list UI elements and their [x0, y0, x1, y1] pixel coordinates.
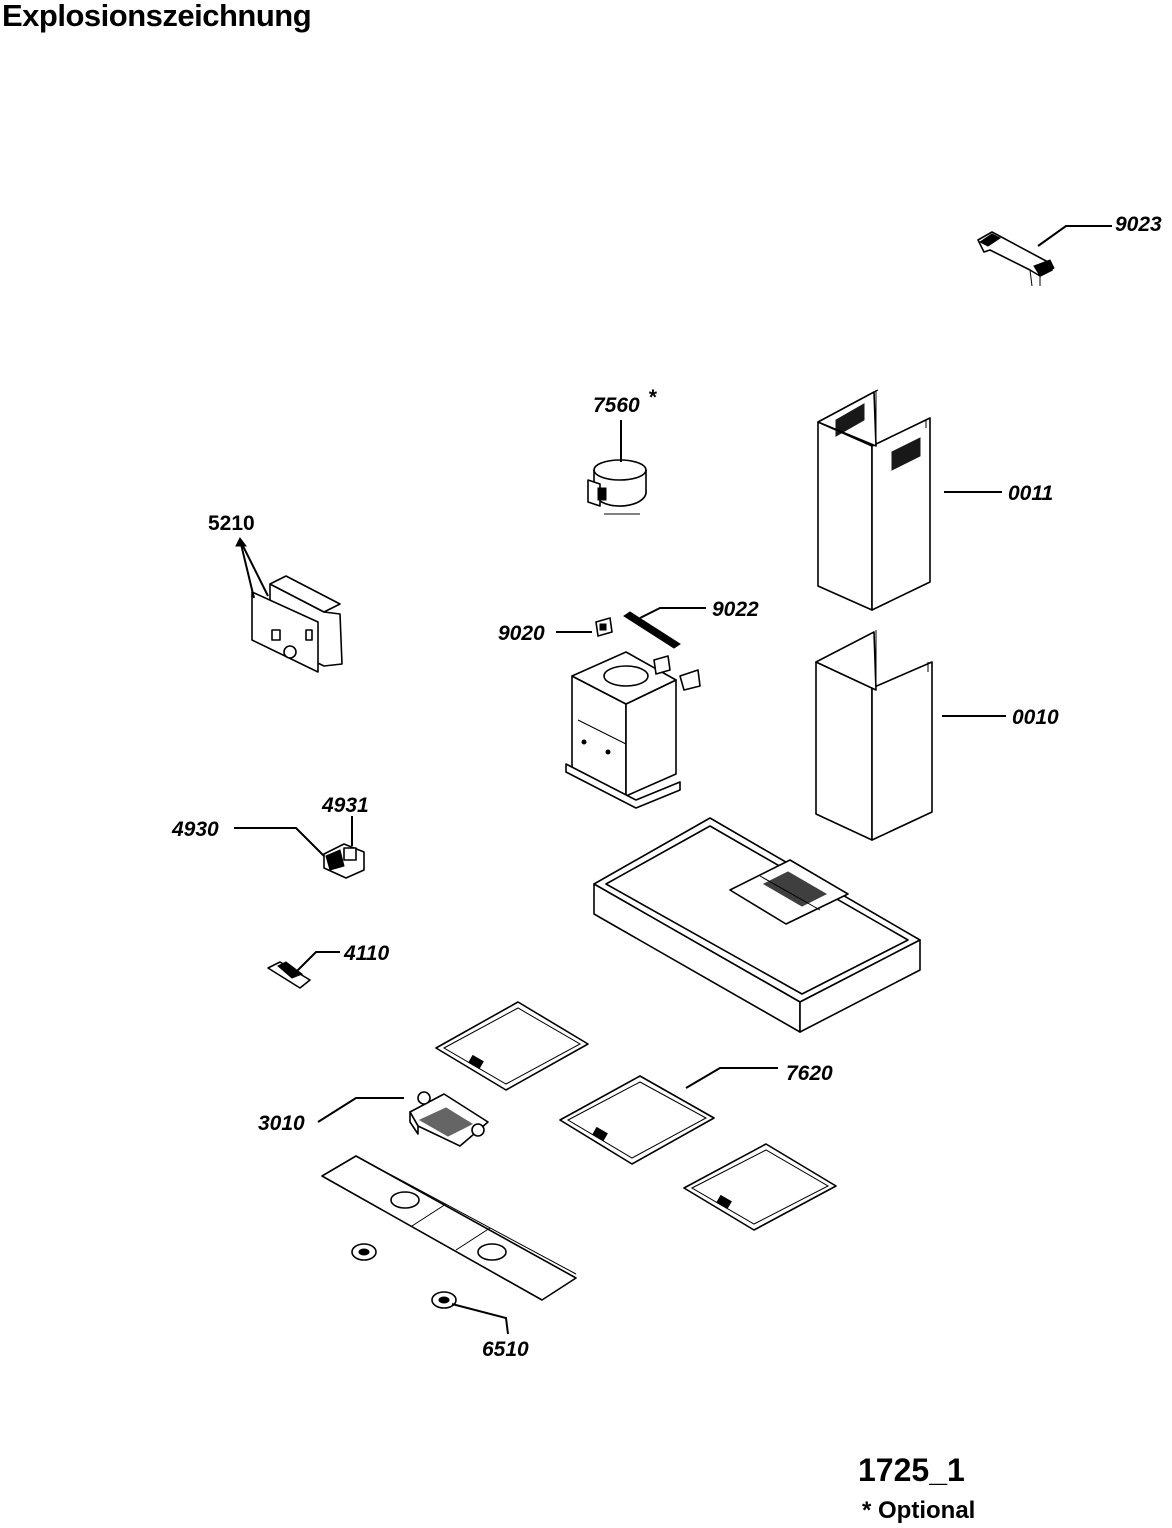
label-3010: 3010: [258, 1112, 305, 1135]
leader-3010: [317, 1097, 404, 1123]
label-7560: 7560: [593, 394, 640, 417]
part-blower-housing: [565, 651, 701, 809]
label-0010: 0010: [1012, 706, 1059, 729]
part-6510-bulb-2: [431, 1291, 457, 1309]
part-4930-4931-switch: [323, 843, 365, 879]
part-cover-panel: [321, 1155, 577, 1301]
part-9023-wall-bracket: [977, 231, 1055, 287]
part-7620-filter-1: [435, 1001, 589, 1091]
part-hood-body: [593, 817, 921, 1033]
leader-9022: [639, 607, 706, 619]
part-9020-clip: [595, 617, 613, 637]
part-0010-lower-chimney: [815, 630, 933, 841]
part-6510-bulb-1: [351, 1243, 377, 1261]
label-5210: 5210: [208, 512, 255, 535]
part-0011-upper-chimney: [817, 389, 931, 611]
part-7560-motor: [587, 459, 647, 515]
part-7620-filter-2: [559, 1075, 715, 1165]
label-4930: 4930: [171, 818, 219, 841]
leader-5210: [239, 539, 269, 597]
label-4110: 4110: [343, 942, 389, 965]
label-0011: 0011: [1008, 482, 1053, 505]
label-7620: 7620: [786, 1062, 833, 1085]
leader-9023: [1037, 225, 1112, 247]
part-3010-light-unit: [409, 1091, 489, 1147]
label-9023: 9023: [1115, 213, 1162, 236]
label-7560-optional-marker: *: [648, 386, 657, 409]
leader-5210-b: [239, 539, 255, 599]
drawing-id: 1725_1: [858, 1452, 965, 1488]
part-7620-filter-3: [683, 1143, 837, 1231]
leader-7620: [685, 1067, 778, 1089]
part-4110-module: [267, 961, 311, 989]
leader-4110: [295, 951, 340, 973]
page-title: Explosionszeichnung: [2, 0, 312, 33]
leader-6510: [451, 1303, 509, 1335]
optional-note: * Optional: [862, 1497, 976, 1524]
leader-4930: [234, 827, 325, 857]
label-9020: 9020: [498, 622, 545, 645]
part-5210-control-module: [251, 575, 343, 673]
label-9022: 9022: [712, 598, 759, 621]
label-6510: 6510: [482, 1338, 529, 1361]
part-9022-rail: [623, 611, 681, 649]
label-4931: 4931: [321, 794, 369, 817]
